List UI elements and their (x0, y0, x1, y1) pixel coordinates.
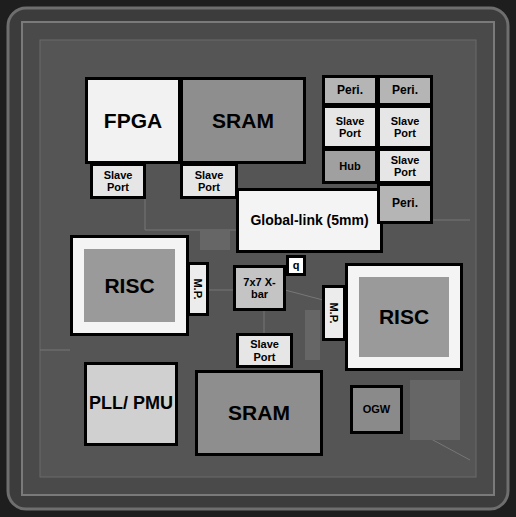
block-label: Peri. (392, 197, 418, 210)
block-label: Peri. (392, 84, 418, 97)
block-box: q (286, 255, 306, 276)
block-box: M.P. (322, 285, 346, 341)
block-box: RISC (345, 263, 463, 371)
block-label: SRAM (212, 109, 274, 132)
block-box: Slave Port (377, 148, 433, 184)
block-label: SRAM (228, 401, 290, 424)
block-box: Hub (322, 148, 378, 184)
block-label: Slave Port (93, 169, 143, 193)
block-label: PLL/ PMU (89, 394, 173, 414)
block-label: Slave Port (239, 338, 290, 362)
block-label: Slave Port (380, 115, 430, 139)
block-label: RISC (104, 274, 154, 297)
block-label: 7x7 X-bar (236, 276, 283, 300)
block-box: Slave Port (236, 333, 293, 368)
block-box: Slave Port (90, 163, 146, 199)
block-box: OGW (350, 385, 403, 434)
block-label: RISC (379, 305, 429, 328)
block-box: Slave Port (180, 163, 238, 199)
block-box: Peri. (322, 75, 378, 106)
block-label: Slave Port (380, 154, 430, 178)
block-box: PLL/ PMU (84, 362, 178, 446)
block-box: Peri. (377, 183, 433, 224)
block-label: M.P. (328, 302, 340, 323)
block-label: OGW (363, 403, 391, 415)
block-box: Peri. (377, 75, 433, 106)
block-label: Global-link (5mm) (250, 213, 368, 228)
block-label: Slave Port (325, 115, 375, 139)
block-box: SRAM (195, 370, 323, 456)
block-box: Global-link (5mm) (236, 188, 383, 253)
block-label: Slave Port (183, 169, 235, 193)
block-box: 7x7 X-bar (233, 265, 286, 311)
block-box: M.P. (187, 262, 209, 316)
block-label: q (293, 259, 300, 271)
block-label: FPGA (104, 109, 162, 132)
block-box: Slave Port (377, 105, 433, 149)
block-box: Slave Port (322, 105, 378, 149)
block-box: RISC (70, 235, 189, 336)
block-label: M.P. (192, 278, 204, 299)
block-label: Peri. (337, 84, 363, 97)
block-label: Hub (339, 160, 360, 172)
block-box: FPGA (85, 77, 181, 164)
block-box: SRAM (180, 77, 306, 164)
